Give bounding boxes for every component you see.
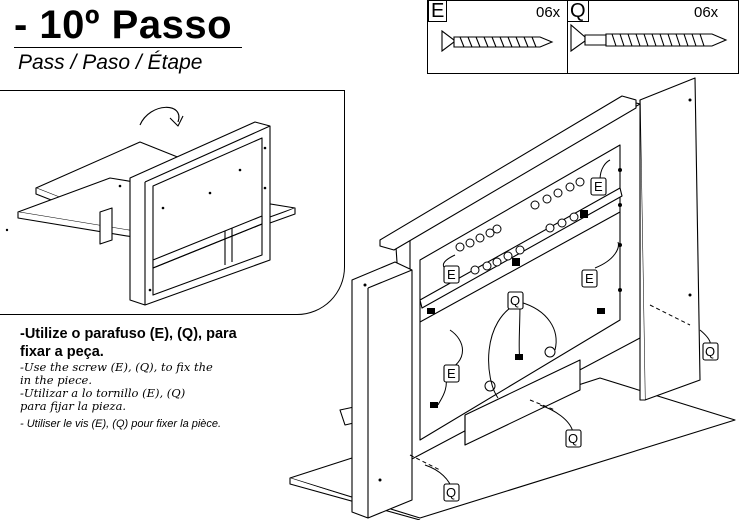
step-title: - 10º Passo [14, 3, 232, 47]
callout-q-4-label: Q [446, 485, 456, 500]
callout-q-1 [507, 291, 524, 310]
screw-q-code: Q [567, 0, 589, 22]
screw-e-code: E [428, 0, 448, 22]
screw-q-icon [570, 23, 728, 53]
instruction-es-1: -Utilizar a lo tornillo (E), (Q) [20, 386, 186, 400]
callout-q-1-label: Q [510, 293, 520, 308]
screw-e-icon [441, 29, 554, 53]
callout-q-2 [702, 342, 719, 361]
inset-frame [0, 90, 345, 315]
screw-divider [567, 1, 568, 73]
callout-e-1 [590, 177, 607, 196]
instruction-es-2: para fijar la pieza. [20, 399, 127, 413]
callout-e-1-label: E [594, 179, 603, 194]
screw-q-qty: 06x [694, 4, 719, 21]
callout-e-2-label: E [447, 267, 456, 282]
screw-drawings [441, 23, 728, 53]
callout-q-3-label: Q [568, 431, 578, 446]
title-underline [14, 47, 242, 48]
instruction-pt-1: -Utilize o parafuso (E), (Q), para [20, 326, 237, 342]
callout-q-2-label: Q [705, 344, 715, 359]
inset-assembly-drawing [5, 106, 296, 306]
callout-e-4-label: E [447, 366, 456, 381]
callout-e-3-label: E [585, 271, 594, 286]
callout-e-2 [443, 265, 460, 284]
screw-legend: E 06x Q 06x [427, 0, 739, 74]
callout-q-4 [443, 483, 460, 502]
rotate-arrow-icon [139, 106, 180, 126]
callout-q-3 [565, 429, 582, 448]
callout-e-3 [581, 269, 598, 288]
instruction-en-1: -Use the screw (E), (Q), to fix the [20, 360, 213, 374]
callout-e-4 [443, 364, 460, 383]
instruction-en-2: in the piece. [20, 373, 92, 387]
instructions: -Utilize o parafuso (E), (Q), para fixar… [20, 325, 300, 431]
instruction-fr: - Utiliser le vis (E), (Q) pour fixer la… [20, 418, 222, 430]
screw-e-qty: 06x [536, 4, 561, 21]
instruction-pt-2: fixar a peça. [20, 344, 104, 360]
step-subtitle: Pass / Paso / Étape [18, 51, 203, 74]
